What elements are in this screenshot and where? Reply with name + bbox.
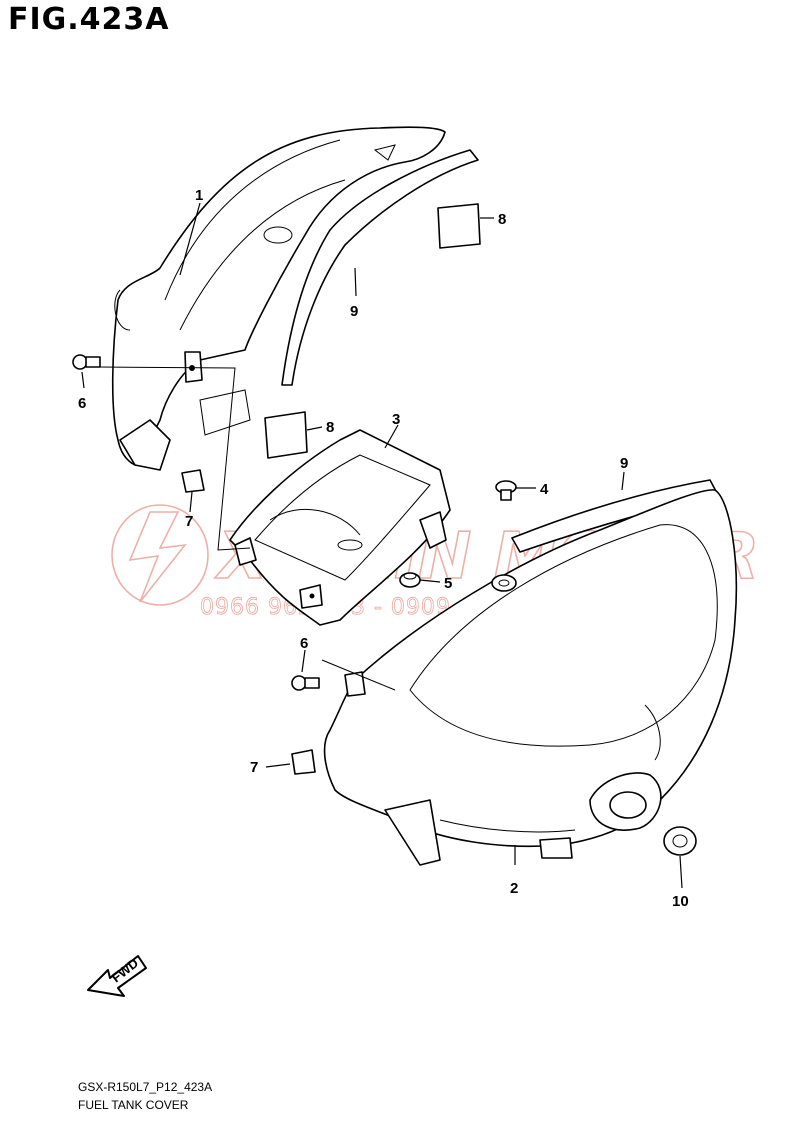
figure-footer: GSX-R150L7_P12_423A FUEL TANK COVER <box>78 1078 212 1114</box>
leader-lines <box>81 202 683 889</box>
part-5-grommet <box>399 572 421 588</box>
part-7a-nut <box>181 469 205 493</box>
part-10-grommet <box>663 826 697 856</box>
callout-7b: 7 <box>250 759 258 776</box>
part-3-inner-bracket <box>229 429 451 626</box>
section-name: FUEL TANK COVER <box>78 1098 189 1112</box>
part-1-upper-cover <box>111 126 446 471</box>
part-4-screw <box>495 480 517 501</box>
part-8a-pad <box>437 203 481 249</box>
callout-4: 4 <box>540 481 549 498</box>
callout-6b: 6 <box>300 635 308 652</box>
grommet-socket <box>491 574 517 592</box>
part-8b-pad <box>264 411 308 459</box>
callout-5: 5 <box>444 575 452 592</box>
callout-10: 10 <box>672 893 689 910</box>
callout-8b: 8 <box>326 419 334 436</box>
model-code: GSX-R150L7_P12_423A <box>78 1080 213 1094</box>
callout-3: 3 <box>392 411 400 428</box>
callout-1: 1 <box>195 187 203 204</box>
callouts: 1 2 3 4 5 6 6 7 7 8 8 9 9 10 <box>78 187 689 910</box>
watermark-logo-icon <box>111 504 209 606</box>
callout-6a: 6 <box>78 395 86 412</box>
figure-title: FIG.423A <box>8 2 170 37</box>
callout-9b: 9 <box>620 455 628 472</box>
fwd-arrow-icon: FWD <box>87 955 147 997</box>
part-6b-clip <box>291 675 320 691</box>
part-6a-clip <box>72 354 101 370</box>
part-9a-upper-trim <box>281 149 479 386</box>
part-7b-nut <box>291 749 316 775</box>
callout-2: 2 <box>510 880 518 897</box>
callout-8a: 8 <box>498 211 506 228</box>
callout-7a: 7 <box>185 513 193 530</box>
part-2-main-cover <box>323 489 738 866</box>
callout-9a: 9 <box>350 303 358 320</box>
